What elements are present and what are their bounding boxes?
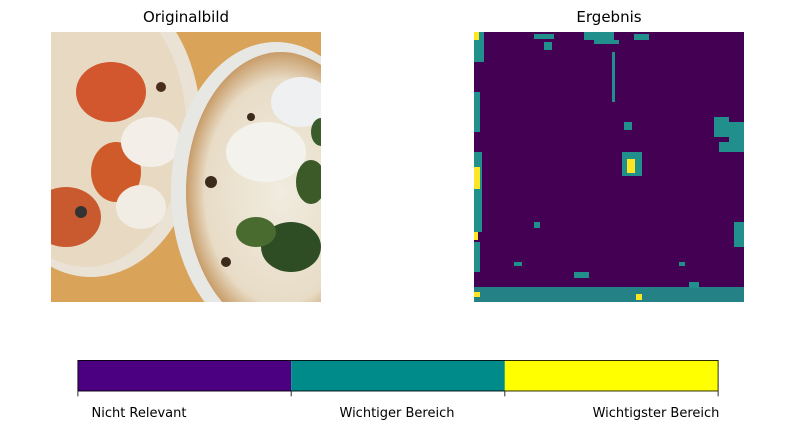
original-image: [51, 32, 321, 302]
result-heatmap-title: Ergebnis: [576, 8, 642, 26]
colorbar-label-wichtigster-bereich: Wichtigster Bereich: [592, 406, 720, 421]
result-heatmap: [474, 32, 744, 302]
original-image-title: Originalbild: [142, 8, 230, 26]
colorbar-segment-wichtigster-bereich: [504, 360, 719, 392]
colorbar-frame: [77, 360, 719, 392]
heatmap-teal-regions: [474, 32, 744, 302]
colorbar-segment-wichtiger-bereich: [291, 360, 505, 392]
colorbar-segment-nicht-relevant: [77, 360, 292, 392]
colorbar-label-wichtiger-bereich: Wichtiger Bereich: [339, 406, 455, 421]
pizza-photo: [51, 32, 321, 302]
heatmap-background: [474, 32, 744, 302]
colorbar-label-nicht-relevant: Nicht Relevant: [91, 406, 187, 421]
colorbar: [77, 360, 719, 397]
heatmap-plot: [474, 32, 744, 302]
heatmap-yellow-regions: [474, 32, 642, 300]
